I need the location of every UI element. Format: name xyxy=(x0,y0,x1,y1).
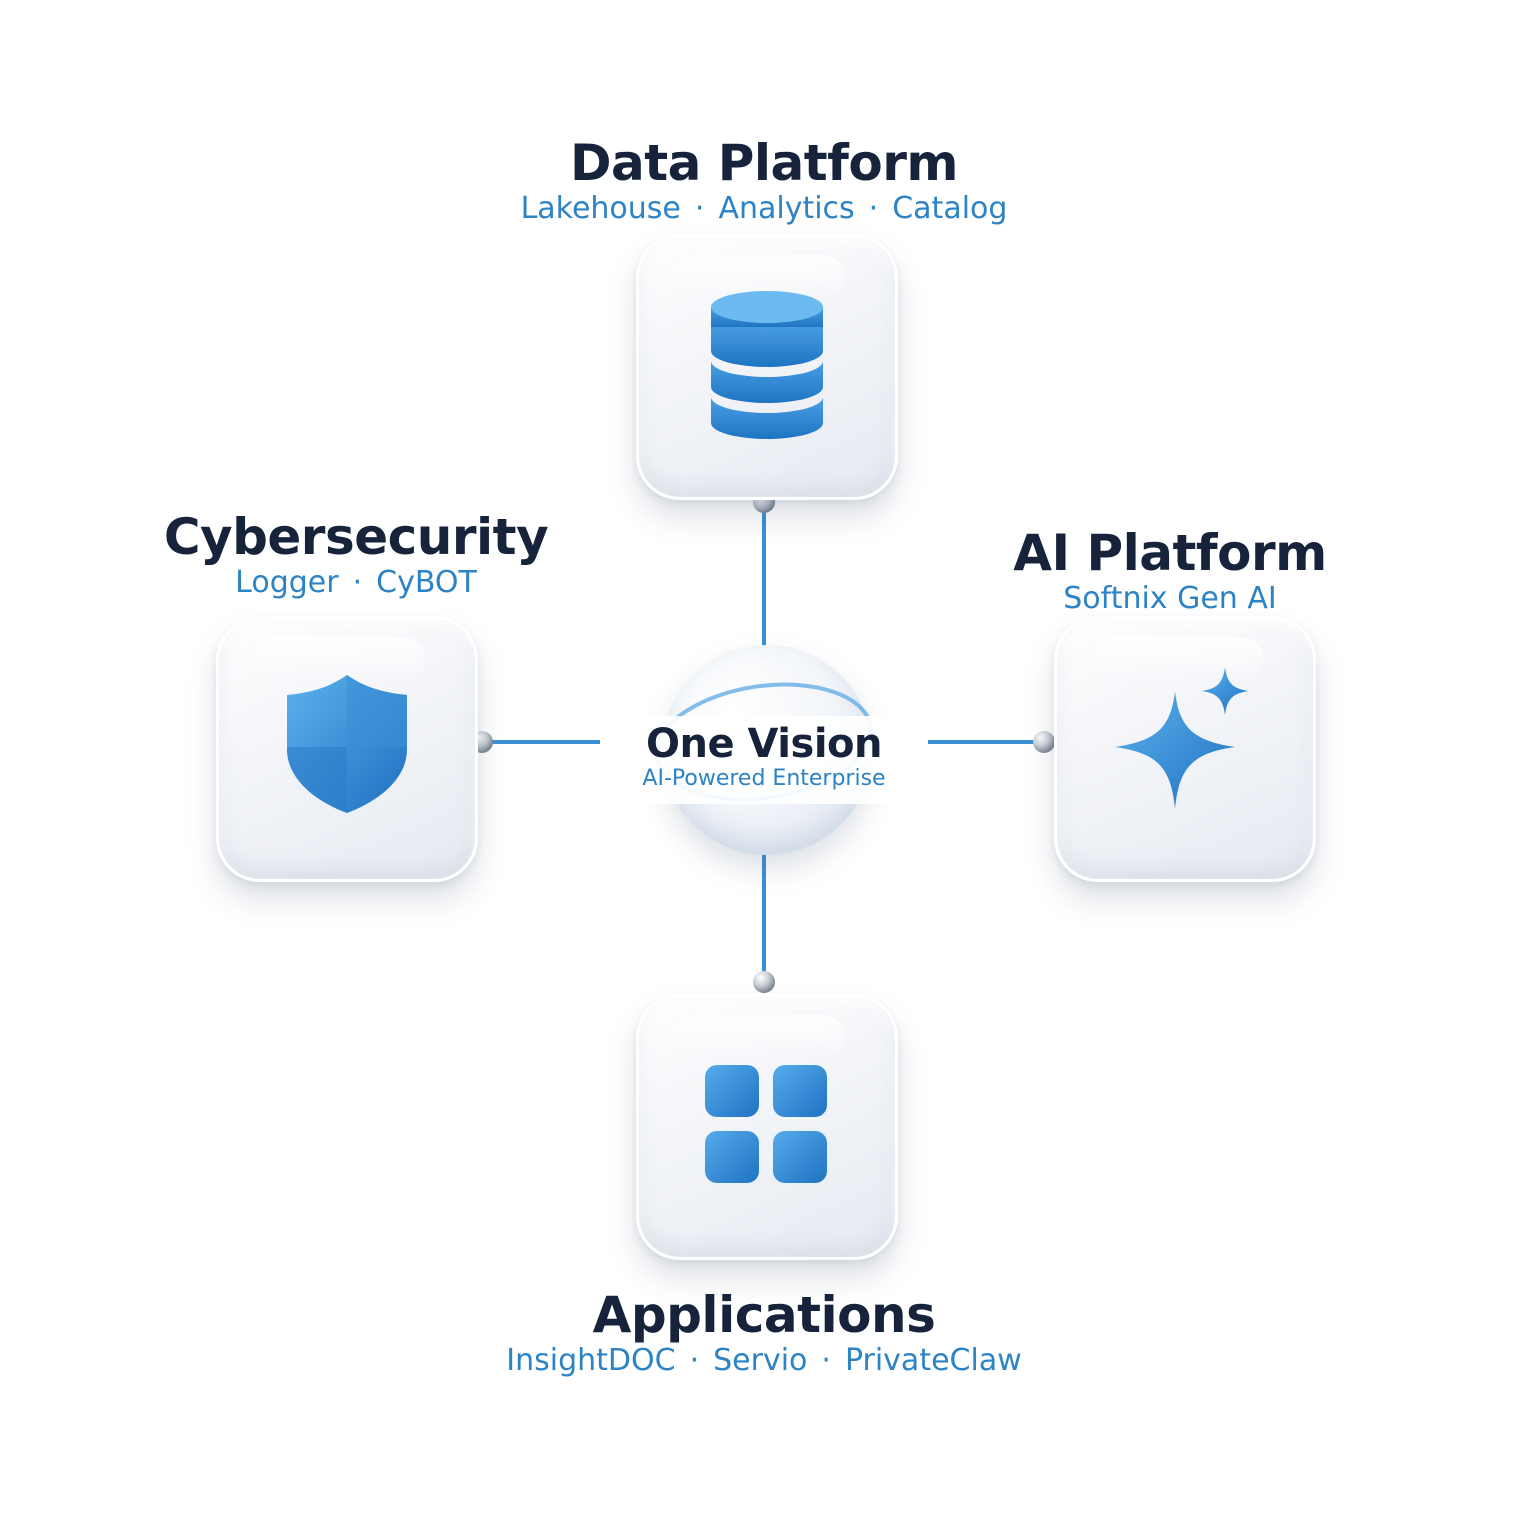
separator-dot: · xyxy=(868,191,879,226)
data-platform-subtitle: Lakehouse · Analytics · Catalog xyxy=(521,191,1008,227)
data-platform-title: Data Platform xyxy=(569,134,959,192)
applications-title: Applications xyxy=(592,1286,936,1344)
hub-subtitle: AI-Powered Enterprise xyxy=(642,766,886,791)
separator-dot: · xyxy=(694,191,705,226)
hub-title: One Vision xyxy=(646,721,882,767)
applications-item: PrivateClaw xyxy=(844,1343,1022,1378)
cybersecurity-title: Cybersecurity xyxy=(163,508,549,566)
ai-platform-tile[interactable] xyxy=(1053,616,1317,901)
data-platform-item: Analytics xyxy=(718,191,855,226)
data-platform-item: Catalog xyxy=(892,191,1008,226)
database-icon xyxy=(711,291,823,439)
ai-platform-label: AI Platform Softnix Gen AI xyxy=(1013,526,1327,617)
hub-label: One Vision AI-Powered Enterprise xyxy=(642,722,885,792)
cybersecurity-label: Cybersecurity Logger · CyBOT xyxy=(163,508,549,601)
cybersecurity-tile[interactable] xyxy=(215,616,479,901)
hub-label-background xyxy=(630,716,900,804)
connector-knob-right xyxy=(1033,731,1055,753)
applications-label: Applications InsightDOC · Servio · PrivateCl… xyxy=(506,1288,1021,1379)
applications-tile[interactable] xyxy=(635,994,899,1279)
applications-item: InsightDOC xyxy=(506,1343,676,1378)
cybersecurity-subtitle: Logger · CyBOT xyxy=(164,565,548,601)
data-platform-tile[interactable] xyxy=(635,234,899,519)
sparkle-icon xyxy=(1115,667,1249,809)
ai-platform-subtitle: Softnix Gen AI xyxy=(1013,581,1327,617)
separator-dot: · xyxy=(689,1343,700,1378)
data-platform-label: Data Platform Lakehouse · Analytics · Catalo… xyxy=(521,136,1008,227)
applications-item: Servio xyxy=(713,1343,808,1378)
data-platform-item: Lakehouse xyxy=(520,191,681,226)
applications-subtitle: InsightDOC · Servio · PrivateClaw xyxy=(506,1343,1021,1379)
cybersecurity-item: Logger xyxy=(235,565,339,600)
ai-platform-title: AI Platform xyxy=(1013,524,1327,582)
separator-dot: · xyxy=(821,1343,831,1378)
shield-icon xyxy=(287,675,407,813)
cybersecurity-item: CyBOT xyxy=(376,565,477,600)
connector-knob-bottom xyxy=(753,971,775,993)
app-grid-icon xyxy=(705,1065,827,1183)
separator-dot: · xyxy=(352,565,363,600)
ai-platform-item: Softnix Gen AI xyxy=(1063,581,1277,616)
